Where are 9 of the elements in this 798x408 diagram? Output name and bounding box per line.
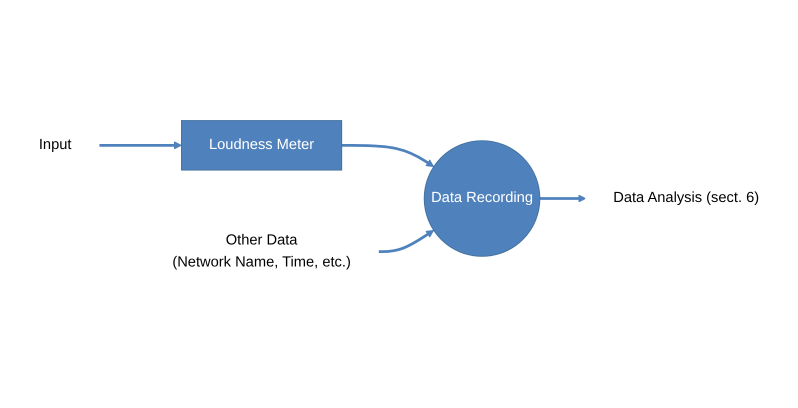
- node-text: Input: [38, 137, 72, 153]
- arrow: [378, 230, 434, 254]
- arrow: [98, 141, 182, 150]
- arrow: [540, 194, 586, 203]
- node-box: Loudness Meter: [181, 120, 342, 171]
- node-circle: Data Recording: [424, 140, 540, 257]
- node-text: Other Data (Network Name, Time, etc.): [172, 232, 351, 270]
- arrow: [342, 144, 434, 168]
- node-text: Data Analysis (sect. 6): [613, 190, 760, 206]
